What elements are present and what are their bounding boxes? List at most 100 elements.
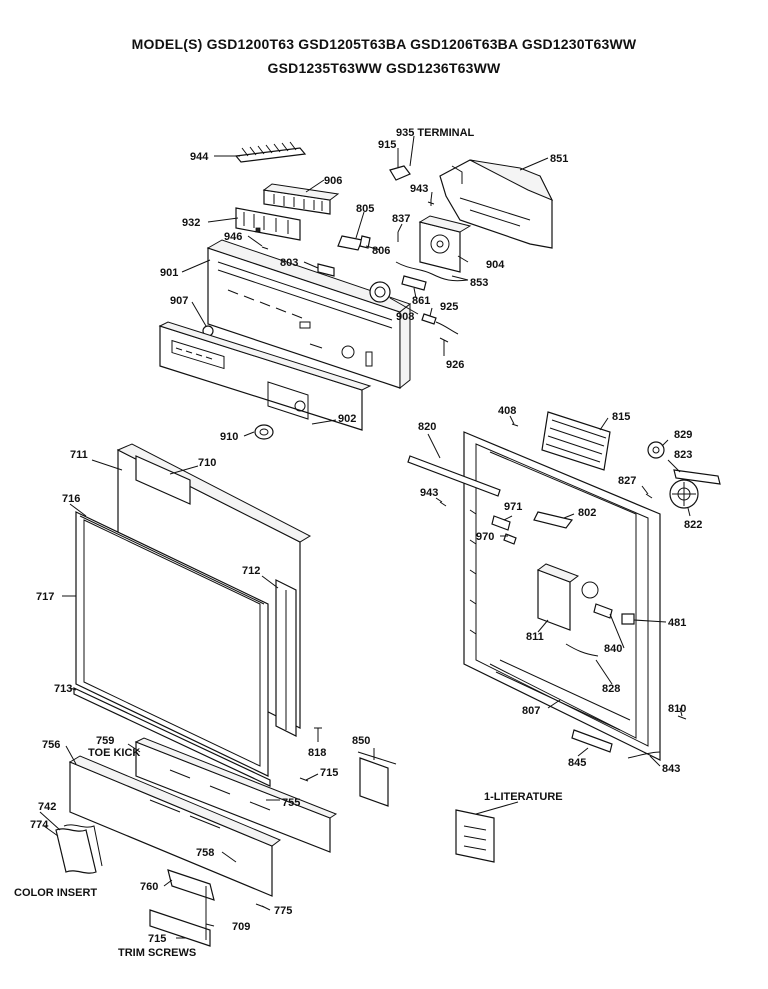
part-943-screw-top <box>427 199 435 206</box>
label-818: 818 <box>308 747 326 759</box>
label-935-terminal: 935 TERMINAL <box>396 127 475 139</box>
part-811-dispenser <box>536 563 599 631</box>
label-755: 755 <box>282 797 300 809</box>
part-820-rail <box>407 455 501 497</box>
part-861-bracket <box>401 275 427 291</box>
label-820: 820 <box>418 421 436 433</box>
part-925-connector <box>421 313 437 325</box>
part-labels: 944 906 932 946 901 907 803 805 806 837 … <box>14 127 702 959</box>
label-805: 805 <box>356 203 374 215</box>
part-717-door-panel <box>75 511 269 777</box>
label-971: 971 <box>504 501 522 513</box>
label-828: 828 <box>602 683 620 695</box>
part-904-timer <box>418 215 472 273</box>
label-802: 802 <box>578 507 596 519</box>
label-822: 822 <box>684 519 702 531</box>
label-811: 811 <box>526 631 544 643</box>
part-932-switch-board <box>235 207 301 241</box>
label-774: 774 <box>30 819 49 831</box>
leader-lines <box>39 135 691 927</box>
label-970: 970 <box>476 531 494 543</box>
inner-door-group <box>357 411 721 863</box>
part-828 <box>565 643 599 657</box>
label-775: 775 <box>274 905 292 917</box>
part-1-literature <box>455 809 495 863</box>
label-815: 815 <box>612 411 630 423</box>
label-908: 908 <box>396 311 414 323</box>
label-944: 944 <box>190 151 209 163</box>
part-902-panel-overlay <box>158 321 372 431</box>
part-829-gear <box>647 441 665 459</box>
label-902: 902 <box>338 413 356 425</box>
label-926: 926 <box>446 359 464 371</box>
label-851: 851 <box>550 153 568 165</box>
label-901: 901 <box>160 267 178 279</box>
control-panel-group <box>158 141 412 440</box>
part-815-vent <box>541 411 611 471</box>
label-715-door: 715 <box>320 767 338 779</box>
label-715-trim: 715 <box>148 933 166 945</box>
label-711: 711 <box>70 449 88 461</box>
models-title-line-1: MODEL(S) GSD1200T63 GSD1205T63BA GSD1206… <box>131 36 637 52</box>
label-943-top: 943 <box>410 183 428 195</box>
label-712: 712 <box>242 565 260 577</box>
label-709: 709 <box>232 921 250 933</box>
label-853: 853 <box>470 277 488 289</box>
part-946-screw <box>261 246 269 250</box>
label-932: 932 <box>182 217 200 229</box>
part-408-screw <box>511 423 519 427</box>
part-713-bottom-trim <box>73 687 271 787</box>
part-822-rotor <box>669 479 699 509</box>
part-901-control-panel <box>206 239 412 390</box>
label-925: 925 <box>440 301 458 313</box>
label-810: 810 <box>668 703 686 715</box>
label-756: 756 <box>42 739 60 751</box>
part-774-color-insert <box>55 824 103 874</box>
label-907: 907 <box>170 295 188 307</box>
part-845-hinge <box>571 729 613 753</box>
part-810-screw <box>677 715 687 720</box>
label-710: 710 <box>198 457 216 469</box>
label-717: 717 <box>36 591 54 603</box>
label-759: 759 <box>96 735 114 747</box>
label-408: 408 <box>498 405 516 417</box>
part-843-strap <box>627 751 661 759</box>
label-910: 910 <box>220 431 238 443</box>
label-806: 806 <box>372 245 390 257</box>
label-color-insert: COLOR INSERT <box>14 887 97 899</box>
label-823: 823 <box>674 449 692 461</box>
label-850: 850 <box>352 735 370 747</box>
part-827-screw <box>645 493 653 499</box>
part-850-bracket <box>357 751 397 807</box>
models-title-line-2: GSD1235T63WW GSD1236T63WW <box>267 60 501 76</box>
label-840: 840 <box>604 643 622 655</box>
label-713: 713 <box>54 683 72 695</box>
part-715-screw <box>299 777 309 782</box>
part-803-switch <box>317 263 335 277</box>
label-906: 906 <box>324 175 342 187</box>
part-908-motor <box>369 281 391 303</box>
part-925-wire <box>435 321 459 335</box>
part-944-harness <box>234 141 307 163</box>
part-823-actuator <box>673 469 721 485</box>
label-742: 742 <box>38 801 56 813</box>
label-803: 803 <box>280 257 298 269</box>
timer-console-group <box>369 159 554 343</box>
label-toe-kick: TOE KICK <box>88 747 140 759</box>
part-840 <box>593 603 613 619</box>
label-845: 845 <box>568 757 586 769</box>
label-915: 915 <box>378 139 396 151</box>
part-759-toe-kick <box>134 737 338 853</box>
label-861: 861 <box>412 295 430 307</box>
part-756-access-panel <box>68 755 281 897</box>
label-827: 827 <box>618 475 636 487</box>
part-805-806-bracket <box>337 235 371 251</box>
part-851-console-bracket <box>439 159 554 249</box>
label-807: 807 <box>522 705 540 717</box>
part-910-knob <box>254 424 274 440</box>
label-943-right: 943 <box>420 487 438 499</box>
label-trim-screws: TRIM SCREWS <box>118 947 196 959</box>
label-literature: 1-LITERATURE <box>484 791 563 803</box>
